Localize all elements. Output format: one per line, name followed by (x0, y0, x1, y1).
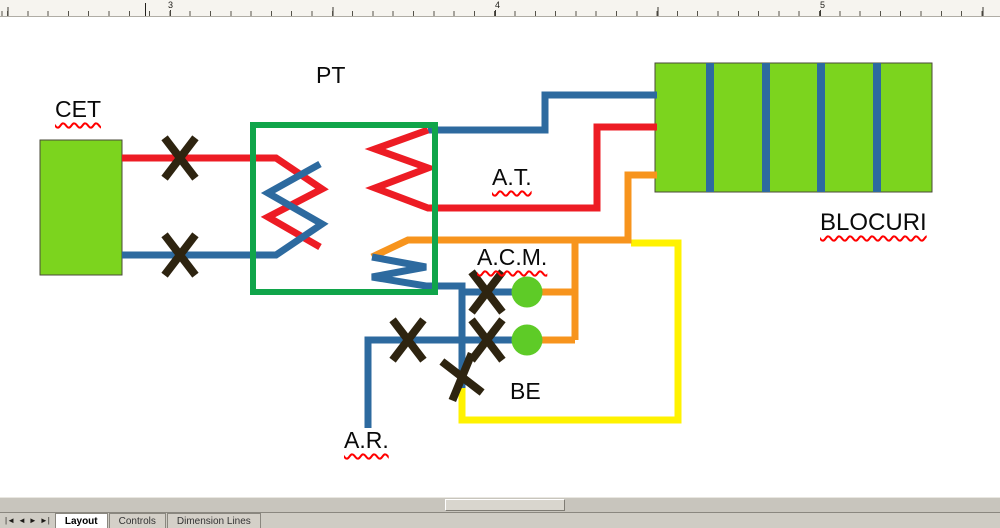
schematic-diagram (39, 62, 933, 428)
pipe-orange-acm-main[interactable] (370, 171, 657, 261)
horizontal-ruler: 3 4 5 (0, 0, 1000, 17)
block-stripe (873, 63, 881, 192)
sheet-tab-bar: |◄ ◄ ► ►| Layout Controls Dimension Line… (0, 512, 1000, 528)
first-sheet-icon[interactable]: |◄ (5, 515, 15, 525)
valve-cet-return[interactable] (161, 232, 199, 278)
label-ar[interactable]: A.R. (344, 427, 389, 453)
ruler-mark: 5 (818, 0, 828, 10)
block-stripe (762, 63, 770, 192)
ruler-mark: 3 (166, 0, 176, 10)
label-pt[interactable]: PT (316, 62, 346, 88)
pt-box[interactable] (250, 122, 438, 295)
valve-be[interactable] (439, 351, 485, 403)
pump-circle-lower[interactable] (511, 324, 543, 356)
pipe-blue-acm-coil[interactable] (371, 253, 466, 388)
valve-ar[interactable] (389, 317, 427, 363)
label-at[interactable]: A.T. (492, 164, 532, 190)
block-stripe (817, 63, 825, 192)
pipe-red-primary-coil[interactable] (253, 154, 329, 251)
last-sheet-icon[interactable]: ►| (39, 515, 50, 525)
horizontal-scrollbar[interactable] (0, 497, 1000, 512)
pipe-red-at-supply[interactable] (364, 123, 657, 212)
label-blocuri[interactable]: BLOCURI (820, 209, 927, 236)
ruler-mark: 4 (493, 0, 503, 10)
label-acm[interactable]: A.C.M. (477, 244, 548, 270)
tab-layout[interactable]: Layout (54, 513, 108, 528)
pipe-yellow-be-loop[interactable] (458, 239, 682, 424)
tab-controls[interactable]: Controls (108, 513, 166, 528)
label-be[interactable]: BE (510, 378, 541, 404)
pipe-blue-primary-return[interactable] (122, 160, 329, 259)
valve-cet-supply[interactable] (161, 135, 199, 181)
tab-navigation: |◄ ◄ ► ►| (0, 513, 55, 528)
label-cet[interactable]: CET (55, 96, 101, 122)
valve-acm-lower[interactable] (468, 317, 506, 363)
blocuri-block[interactable] (654, 62, 933, 193)
next-sheet-icon[interactable]: ► (28, 515, 37, 525)
pipe-orange-pump-outlets[interactable] (541, 237, 579, 344)
pipe-blue-at-return[interactable] (428, 91, 657, 134)
valve-acm-upper[interactable] (468, 269, 506, 315)
horizontal-scrollbar-thumb[interactable] (445, 499, 565, 511)
pipe-blue-ar[interactable] (364, 336, 513, 428)
tab-dimension-lines[interactable]: Dimension Lines (166, 513, 261, 528)
prev-sheet-icon[interactable]: ◄ (18, 515, 26, 525)
pump-circle-upper[interactable] (511, 276, 543, 308)
block-stripe (706, 63, 714, 192)
drawing-canvas[interactable]: CET PT A.T. A.C.M. BE BLOCURI A.R. (0, 17, 1000, 497)
cet-block[interactable] (39, 139, 123, 276)
